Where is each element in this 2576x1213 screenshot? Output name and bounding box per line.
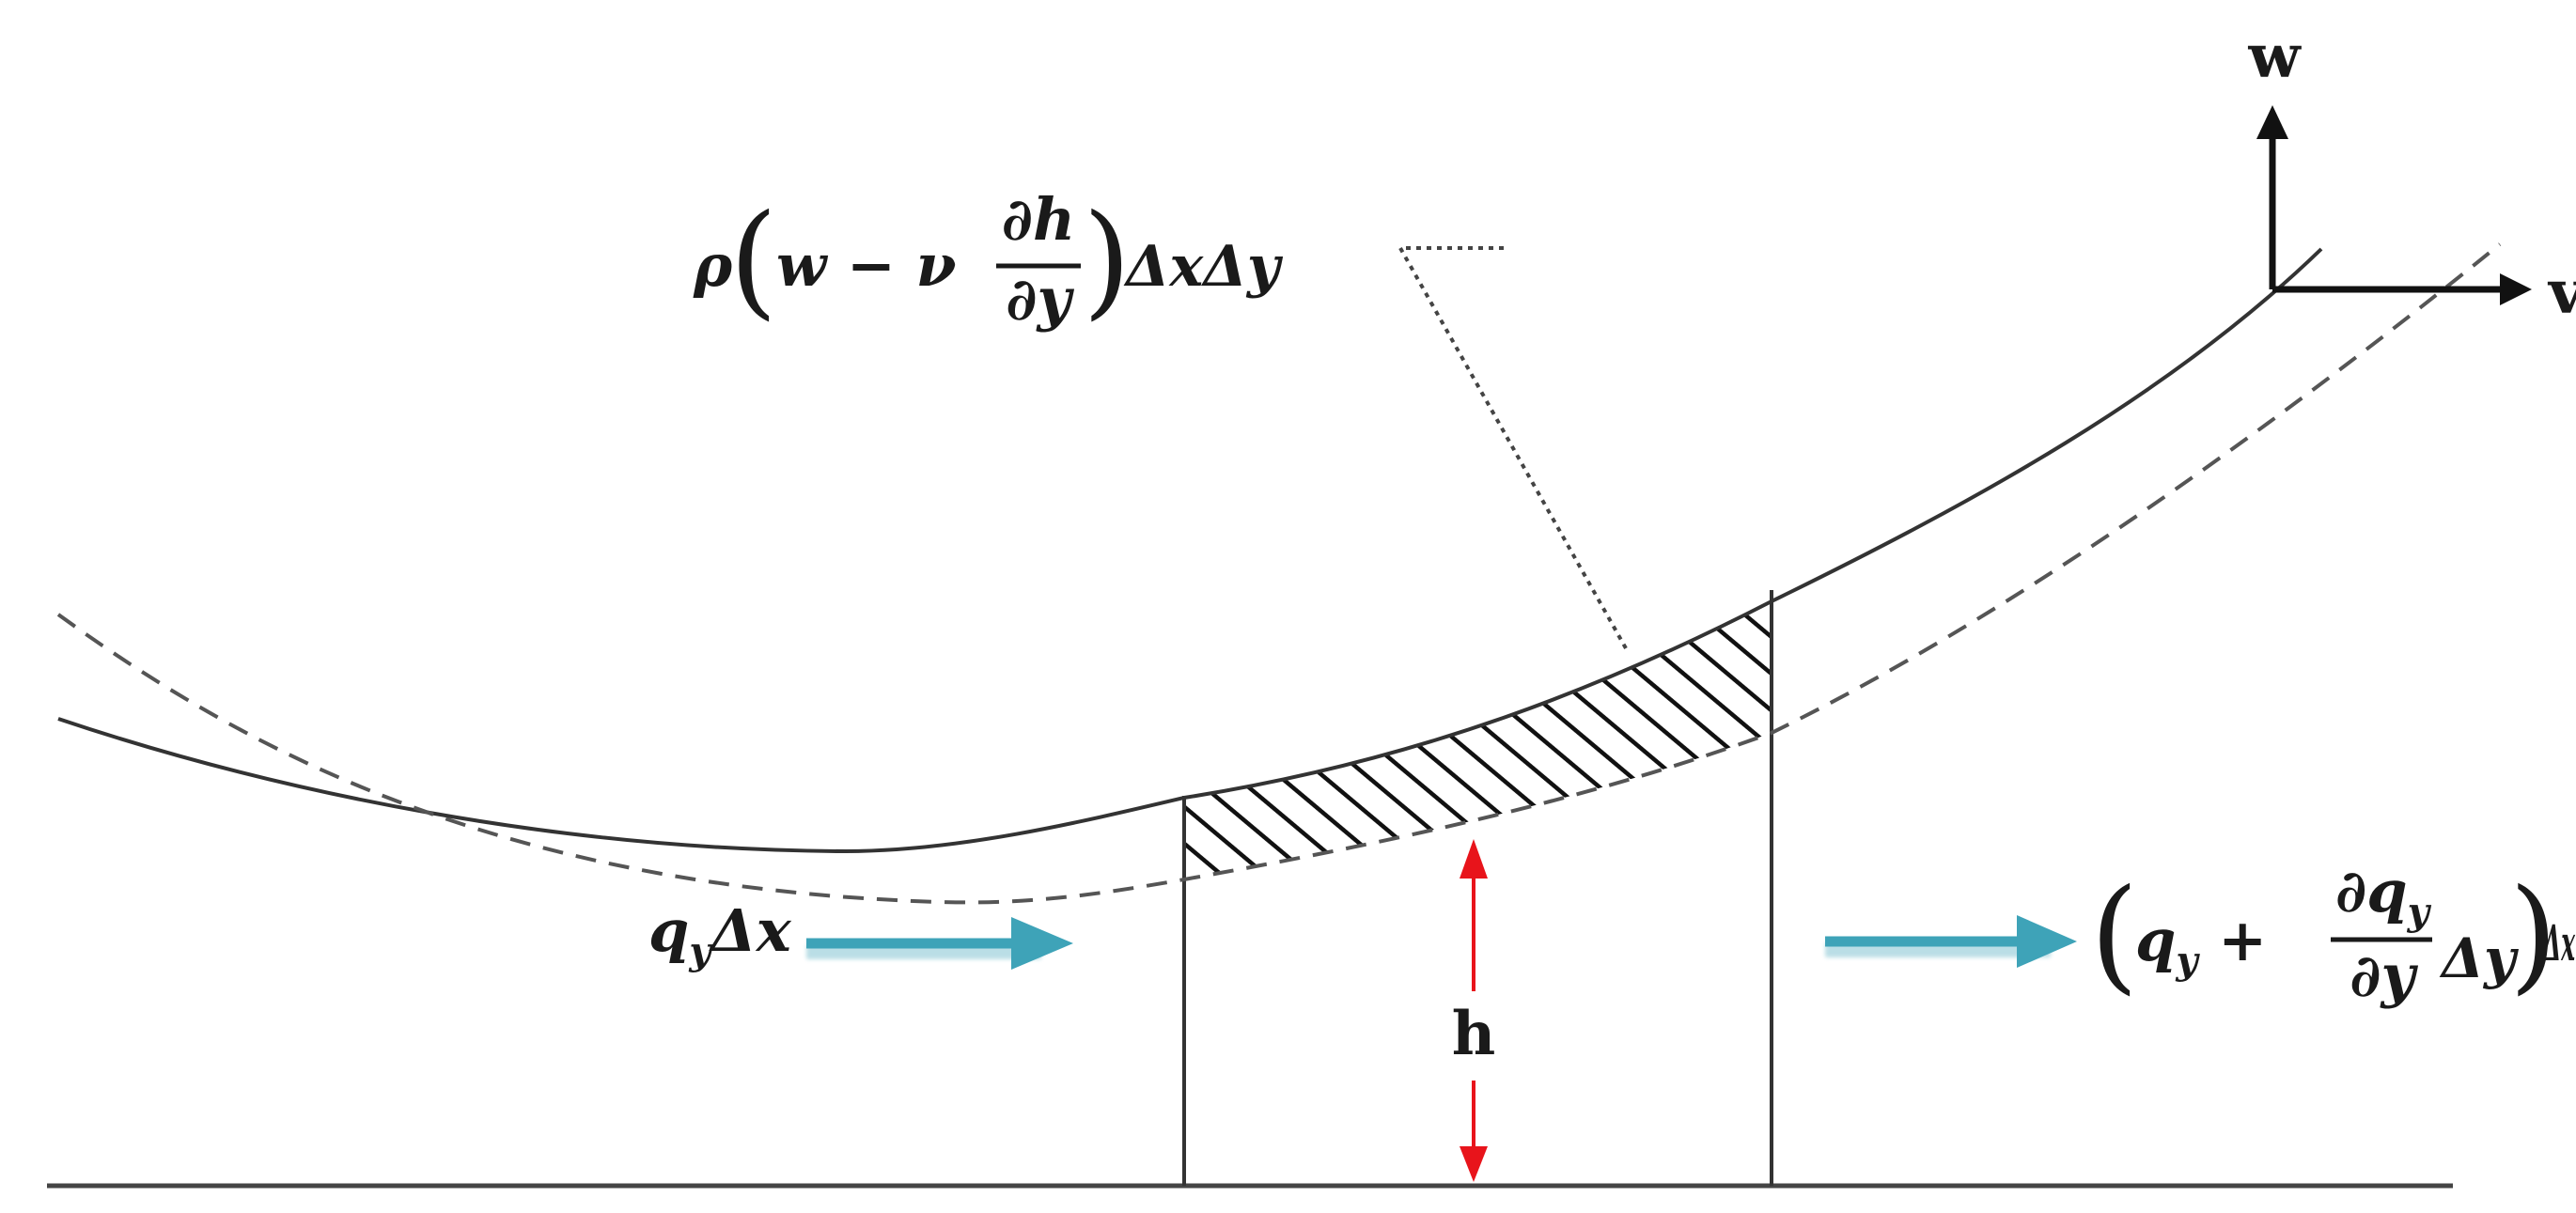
height-arrow-down-head <box>1460 1146 1488 1182</box>
v-arrowhead <box>2500 273 2532 305</box>
flux-out-frac-num: ∂qy <box>2335 857 2431 934</box>
outflow-arrow <box>1825 915 2077 968</box>
flux-in-label: qyΔx <box>648 896 792 973</box>
w-arrowhead <box>2256 105 2288 139</box>
inflow-arrow <box>806 917 1073 970</box>
height-arrow-up-head <box>1460 839 1488 879</box>
svg-text:qyΔx: qyΔx <box>648 896 792 973</box>
axis-label-w: w <box>2247 22 2302 92</box>
dashed-surface-curve <box>56 242 2502 905</box>
flux-top-label: ρ ( w − ν ∂h ∂y ) ΔxΔy <box>693 185 1284 334</box>
flux-in-tail: Δx <box>709 896 792 965</box>
flux-top-lparen: ( <box>729 188 778 333</box>
axis-label-v: v <box>2547 257 2576 328</box>
axes-indicator: w v <box>2247 22 2576 328</box>
solid-surface-curve <box>57 247 2323 854</box>
height-label: h <box>1452 999 1496 1069</box>
flux-out-tail: Δx <box>2542 915 2576 972</box>
flux-out-frac-den: ∂y <box>2350 941 2418 1010</box>
flux-out-label: ( qy + ∂qy ∂y Δy ) Δx <box>2090 857 2575 1010</box>
height-arrow: h <box>1452 839 1496 1182</box>
flux-out-lparen: ( <box>2090 863 2139 1007</box>
flux-top-frac-num: ∂h <box>1002 185 1075 254</box>
flux-top-frac-den: ∂y <box>1006 265 1074 334</box>
flux-top-rho: ρ <box>693 231 733 300</box>
flux-out-q-plus: qy + <box>2135 906 2267 983</box>
flux-top-tail: ΔxΔy <box>1123 234 1284 300</box>
flux-in-q: q <box>648 896 689 965</box>
leader-line <box>1397 246 1628 649</box>
flux-in-sub: y <box>688 929 713 973</box>
flux-out-rparen: ) <box>2509 863 2558 1007</box>
flux-top-rparen: ) <box>1083 188 1132 333</box>
flux-top-w: w − ν <box>776 231 957 300</box>
flux-out-dy: Δy <box>2439 926 2520 990</box>
